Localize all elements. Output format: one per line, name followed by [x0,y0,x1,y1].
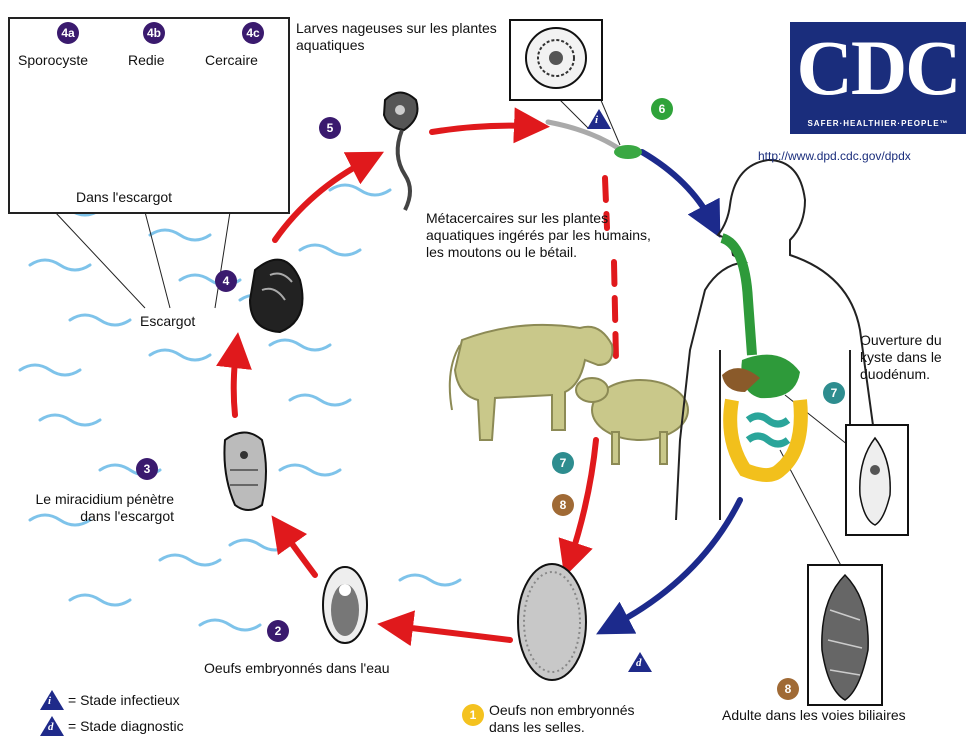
stage-4-label: Escargot [140,313,195,330]
stage-1-label: Oeufs non embryonnés dans les selles. [489,702,639,736]
legend-infective-label: = Stade infectieux [68,692,180,709]
stage-1-badge: 1 [462,704,484,726]
miracidium-drawing [224,433,266,511]
stage-8-host-badge: 8 [777,678,799,700]
stage-4-badge: 4 [215,270,237,292]
cdc-logo: CDC SAFER·HEALTHIER·PEOPLE™ [790,22,966,134]
stage-8-animal-badge: 8 [552,494,574,516]
stage-7-label: Ouverture du kyste dans le duodénum. [860,332,969,383]
stage-2-badge: 2 [267,620,289,642]
legend-diagnostic-label: = Stade diagnostic [68,718,184,735]
stage-3-badge: 3 [136,458,158,480]
stage-4b-badge: 4b [143,22,165,44]
snail-stages-inset [8,17,290,214]
in-snail-label: Dans l'escargot [76,189,172,206]
source-url: http://www.dpd.cdc.gov/dpdx [758,148,911,165]
stage-5-badge: 5 [319,117,341,139]
digestive-tract-drawing [722,238,801,475]
legend-diagnostic-icon: d [40,716,64,736]
adult-fluke-inset [808,565,882,705]
legend-infective-icon: i [40,690,64,710]
stage-8-label: Adulte dans les voies biliaires [722,707,906,724]
stage-4a-badge: 4a [57,22,79,44]
excysted-juvenile-inset [846,425,908,535]
stage-3-label: Le miracidium pénètre dans l'escargot [24,491,174,525]
infective-marker-icon: i [587,109,611,129]
stage-5-label: Larves nageuses sur les plantes aquatiqu… [296,20,526,54]
unembryonated-egg-drawing [518,564,586,680]
stage-4c-badge: 4c [242,22,264,44]
stage-7-host-badge: 7 [823,382,845,404]
stage-4c-label: Cercaire [205,52,258,69]
stage-4b-label: Redie [128,52,165,69]
stage-6-badge: 6 [651,98,673,120]
stage-7-animal-badge: 7 [552,452,574,474]
stage-2-label: Oeufs embryonnés dans l'eau [204,660,390,677]
embryonated-egg-drawing [323,567,367,643]
metacercariae-label: Métacercaires sur les plantes aquatiques… [426,210,666,261]
snail-drawing [250,260,303,332]
diagnostic-marker-icon: d [628,652,652,672]
stage-4a-label: Sporocyste [18,52,88,69]
